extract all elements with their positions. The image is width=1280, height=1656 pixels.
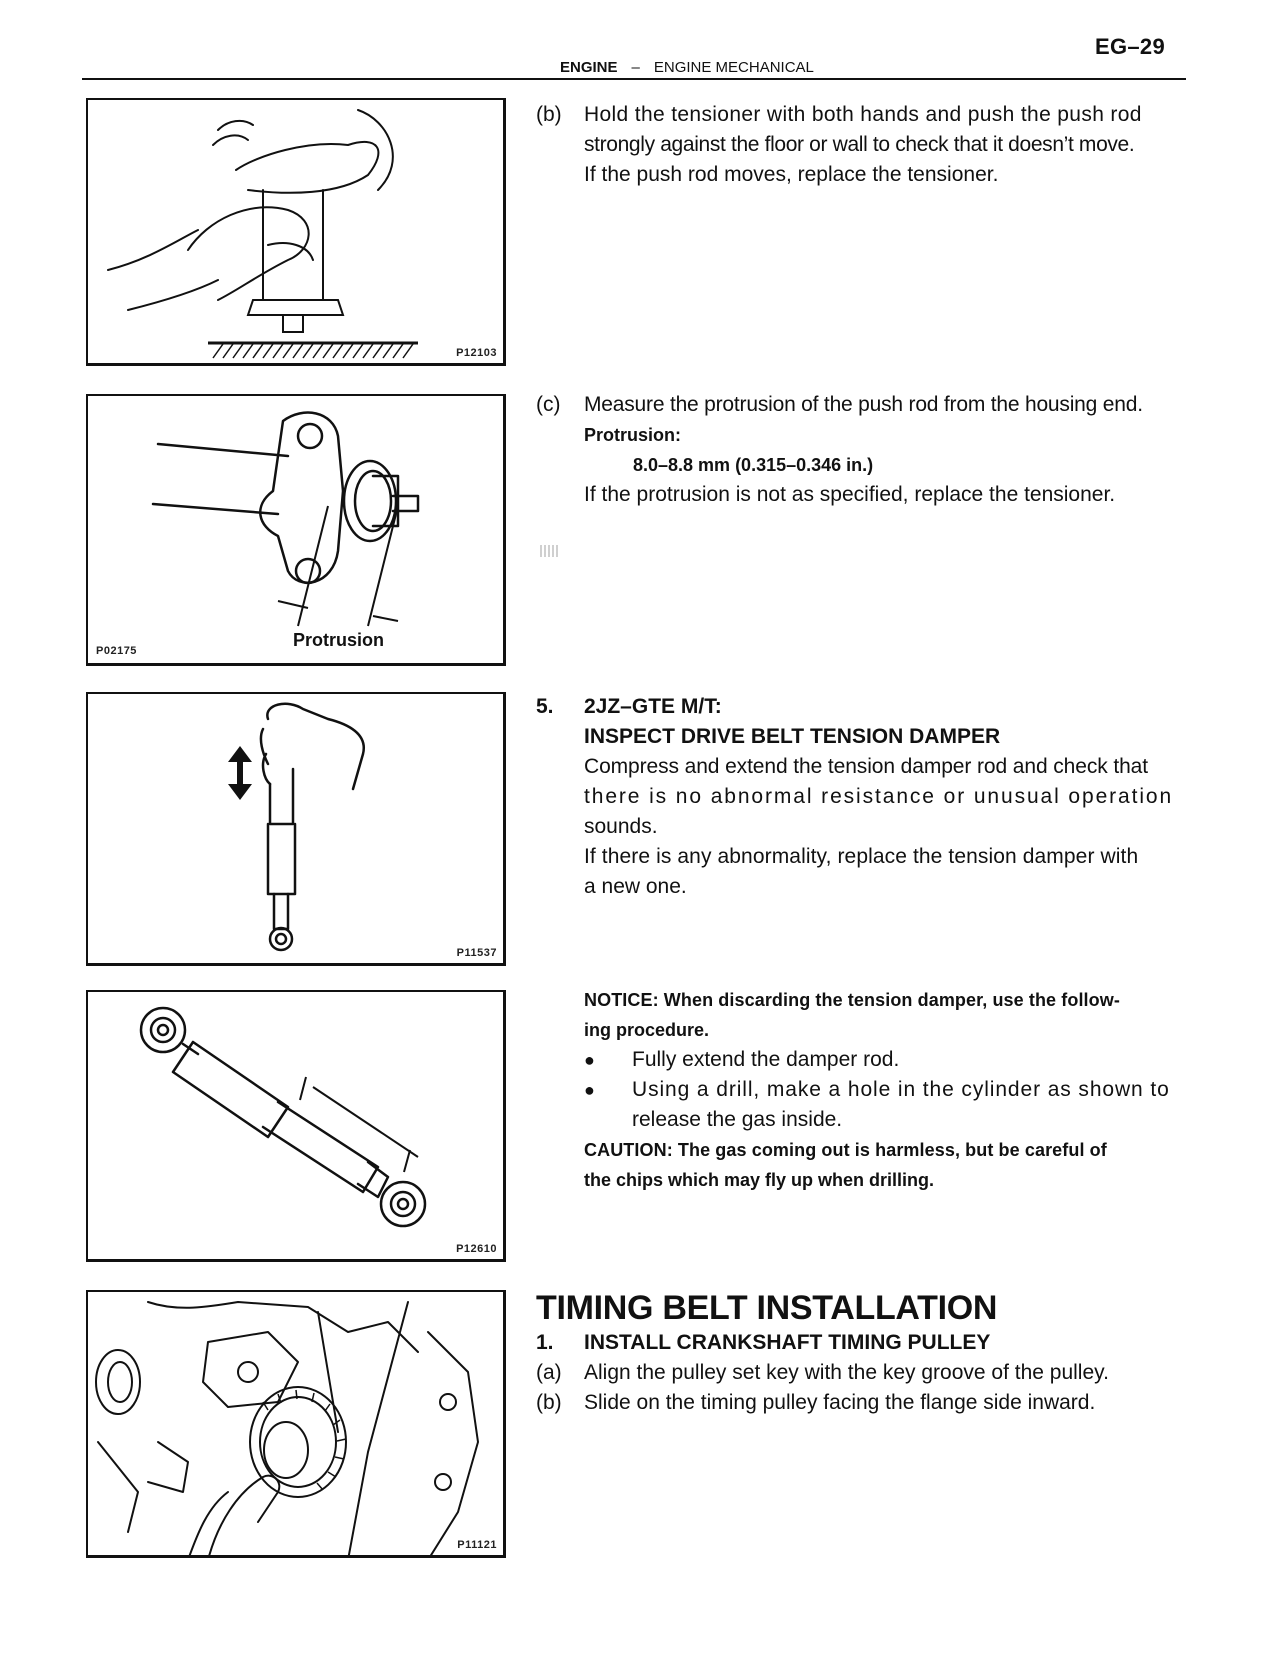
bullet-icon: ● xyxy=(584,1080,595,1100)
step-5: 5. 2JZ–GTE M/T: INSPECT DRIVE BELT TENSI… xyxy=(536,692,1191,902)
step-text-line: If the push rod moves, replace the tensi… xyxy=(584,163,999,186)
bullet-text: Using a drill, make a hole in the cylind… xyxy=(632,1078,1170,1101)
damper-compress-illustration xyxy=(228,702,365,952)
bullet-icon: ● xyxy=(584,1050,595,1070)
step-label: (c) xyxy=(536,393,561,416)
figure-timing-pulley: P11121 xyxy=(86,1290,506,1558)
header-separator: – xyxy=(631,59,640,76)
section-name: ENGINE xyxy=(560,59,618,76)
step-b: (b) Hold the tensioner with both hands a… xyxy=(536,100,1191,190)
step-text-line: a new one. xyxy=(584,875,687,898)
figure-damper-drill: P12610 xyxy=(86,990,506,1262)
step-text-line: If the protrusion is not as specified, r… xyxy=(584,483,1116,506)
step-text-line: Measure the protrusion of the push rod f… xyxy=(584,393,1143,416)
notice-block: NOTICE: When discarding the tension damp… xyxy=(536,985,1191,1195)
step-text-line: strongly against the floor or wall to ch… xyxy=(584,133,1135,156)
figure-damper-compress: P11537 xyxy=(86,692,506,966)
step-text-line: there is no abnormal resistance or unusu… xyxy=(584,785,1174,808)
figure-protrusion-measure: Protrusion P02175 xyxy=(86,394,506,666)
figure-code: P12610 xyxy=(456,1243,497,1255)
step-text-line: If there is any abnormality, replace the… xyxy=(584,845,1139,868)
bullet-text: Fully extend the damper rod. xyxy=(632,1048,900,1071)
step-text-line: Align the pulley set key with the key gr… xyxy=(584,1361,1109,1384)
figure-code: P02175 xyxy=(96,645,137,657)
page-number: EG–29 xyxy=(1095,34,1165,59)
subsection-name: ENGINE MECHANICAL xyxy=(653,59,814,76)
step-title: 2JZ–GTE M/T: xyxy=(584,695,722,718)
figure-tensioner-push-test: P12103 xyxy=(86,98,506,366)
step-number: 1. xyxy=(536,1331,554,1354)
protrusion-callout: Protrusion xyxy=(293,630,384,650)
spec-label: Protrusion: xyxy=(584,425,681,445)
caution-text: CAUTION: The gas coming out is harmless,… xyxy=(584,1140,1107,1160)
caution-text: the chips which may fly up when drilling… xyxy=(584,1170,935,1190)
spec-value: 8.0–8.8 mm (0.315–0.346 in.) xyxy=(633,455,874,475)
section-title: TIMING BELT INSTALLATION xyxy=(536,1289,998,1327)
damper-drill-illustration xyxy=(139,1006,427,1228)
step-text-line: Hold the tensioner with both hands and p… xyxy=(584,103,1142,126)
notice-text: NOTICE: When discarding the tension damp… xyxy=(584,990,1120,1010)
step-title: INSTALL CRANKSHAFT TIMING PULLEY xyxy=(584,1331,991,1354)
scan-artifact xyxy=(540,545,558,557)
step-title: INSPECT DRIVE BELT TENSION DAMPER xyxy=(584,725,1001,748)
figure-code: P12103 xyxy=(456,347,497,359)
step-label: (b) xyxy=(536,1391,562,1414)
timing-pulley-illustration xyxy=(95,1301,479,1555)
figure-code: P11537 xyxy=(456,947,497,959)
step-label: (a) xyxy=(536,1361,562,1384)
step-text-line: sounds. xyxy=(584,815,658,838)
step-label: (b) xyxy=(536,103,562,126)
timing-belt-section: TIMING BELT INSTALLATION 1. INSTALL CRAN… xyxy=(536,1288,1191,1418)
step-text-line: Slide on the timing pulley facing the fl… xyxy=(584,1391,1096,1414)
running-header: ENGINE–ENGINE MECHANICAL xyxy=(560,59,814,76)
notice-text: ing procedure. xyxy=(584,1020,710,1040)
header-rule xyxy=(82,78,1186,80)
step-c: (c) Measure the protrusion of the push r… xyxy=(536,390,1191,510)
tensioner-protrusion-illustration: Protrusion xyxy=(151,411,420,650)
step-number: 5. xyxy=(536,695,554,718)
tensioner-push-illustration xyxy=(107,109,418,359)
step-text-line: Compress and extend the tension damper r… xyxy=(584,755,1148,778)
bullet-text: release the gas inside. xyxy=(632,1108,843,1131)
figure-code: P11121 xyxy=(457,1539,497,1551)
